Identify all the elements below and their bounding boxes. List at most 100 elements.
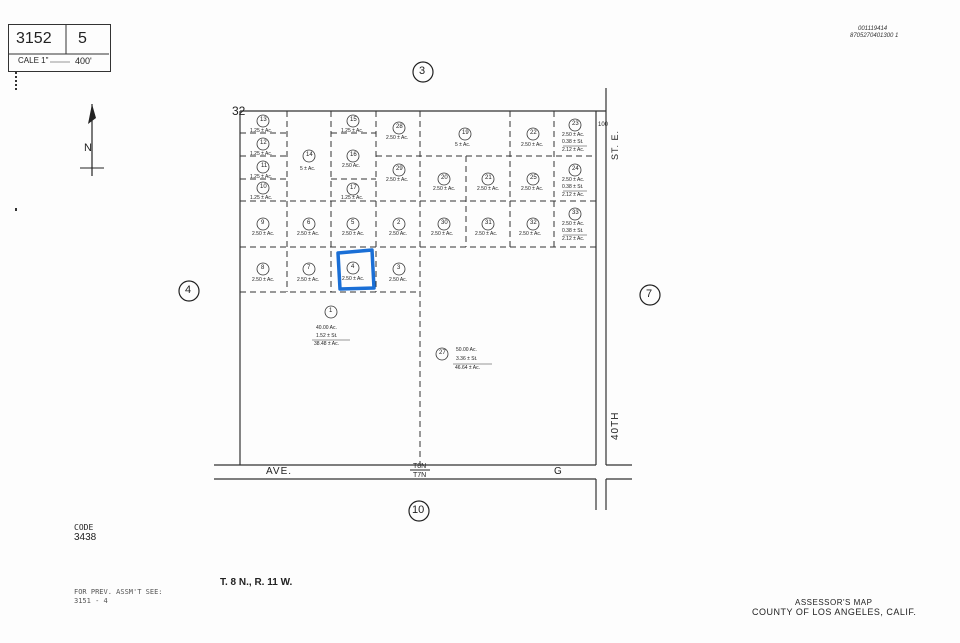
book-number: 3152 — [16, 30, 52, 47]
footer-county: COUNTY OF LOS ANGELES, CALIF. — [752, 607, 917, 617]
parcel-area: 1.25 ± Ac. — [250, 128, 273, 134]
street-g-label: G — [554, 466, 562, 477]
parcel-street-area: 0.38 ± St. — [562, 228, 584, 234]
highlighted-parcel-outline — [336, 248, 376, 291]
tax-rate-area-code: 3438 — [74, 532, 97, 543]
parcel-area: 5 ± Ac. — [300, 166, 316, 172]
parcel-number[interactable]: 13 — [260, 117, 267, 123]
footer-assessors-map: ASSESSOR'S MAP — [795, 598, 873, 607]
parcel-net-area: 2.12 ± Ac. — [562, 147, 585, 153]
parcel-area: 2.50 ± Ac. — [431, 231, 454, 237]
parcel-number[interactable]: 1 — [329, 308, 333, 314]
parcel-area: 2.50 Ac. — [389, 277, 408, 283]
parcel-number[interactable]: 17 — [350, 185, 357, 191]
parcel-number[interactable]: 32 — [530, 220, 537, 226]
prev-assessment-label: FOR PREV. ASSM'T SEE: — [74, 588, 163, 596]
highlighted-parcel-area: 2.50 ± Ac. — [342, 276, 365, 282]
title-block — [8, 24, 111, 72]
street-st-e-label: ST. E. — [610, 129, 620, 160]
parcel-number[interactable]: 14 — [306, 152, 313, 158]
parcel-number[interactable]: 11 — [261, 163, 268, 169]
parcel-area: 2.50 ± Ac. — [562, 221, 585, 227]
parcel-number[interactable]: 29 — [396, 166, 403, 172]
parcel-number[interactable]: 12 — [260, 140, 267, 146]
parcel-area: 2.50 ± Ac. — [433, 186, 456, 192]
parcel-number[interactable]: 23 — [572, 121, 579, 127]
parcel-net-area: 2.12 ± Ac. — [562, 192, 585, 198]
north-label: N — [84, 142, 92, 154]
parcel-area: 2.50 ± Ac. — [297, 277, 320, 283]
parcel-area: 1.25 ± Ac. — [341, 195, 364, 201]
parcel-number[interactable]: 5 — [351, 220, 355, 226]
parcel-area: 2.50 ± Ac. — [342, 231, 365, 237]
parcel-area: 1.25 ± Ac. — [250, 174, 273, 180]
parcel-number[interactable]: 15 — [350, 117, 357, 123]
parcel-number[interactable]: 7 — [307, 265, 311, 271]
parcel-street-area: 3.36 ± St. — [456, 356, 478, 362]
parcel-number[interactable]: 8 — [261, 265, 265, 271]
parcel-number[interactable]: 10 — [260, 184, 267, 190]
prev-assessment-page: 3151 - 4 — [74, 597, 108, 605]
parcel-area: 40.00 Ac. — [316, 325, 337, 331]
parcel-area: 2.50 ± Ac. — [562, 132, 585, 138]
parcel-area: 2.50 ± Ac. — [252, 277, 275, 283]
parcel-number[interactable]: 24 — [572, 166, 579, 172]
street-ave-label: AVE. — [266, 466, 293, 477]
parcel-street-area: 1.52 ± St. — [316, 333, 338, 339]
parcel-number[interactable]: 28 — [396, 124, 403, 130]
parcel-street-area: 0.38 ± St. — [562, 139, 584, 145]
parcel-number[interactable]: 27 — [439, 350, 446, 356]
section-corner-number: 32 — [232, 104, 246, 118]
parcel-area: 5 ± Ac. — [455, 142, 471, 148]
parcel-number[interactable]: 31 — [485, 220, 492, 226]
adjoining-page-north[interactable]: 3 — [419, 65, 426, 77]
parcel-area: 2.50 Ac. — [389, 231, 408, 237]
parcel-area: 2.50 ± Ac. — [475, 231, 498, 237]
parcel-number[interactable]: 22 — [530, 130, 537, 136]
stamp-line-1: 001119414 — [858, 26, 888, 32]
code-label: CODE — [74, 523, 94, 532]
parcel-area: 2.50 ± Ac. — [562, 177, 585, 183]
scale-value: 400' — [75, 56, 92, 66]
parcel-area: 2.50 ± Ac. — [519, 231, 542, 237]
parcel-area: 2.50 Ac. — [342, 163, 361, 169]
township-line-top: T8N — [413, 463, 427, 470]
parcel-number[interactable]: 9 — [261, 220, 265, 226]
parcel-area: 2.50 ± Ac. — [477, 186, 500, 192]
township-line-bottom: T7N — [413, 472, 427, 479]
adjoining-page-east[interactable]: 7 — [646, 288, 653, 300]
parcel-area: 1.25 ± Ac. — [250, 151, 273, 157]
highlighted-parcel-number[interactable]: 4 — [351, 264, 355, 270]
parcel-net-area: 2.12 ± Ac. — [562, 236, 585, 242]
parcel-number[interactable]: 6 — [307, 220, 311, 226]
dimension-100: 100 — [598, 122, 609, 128]
parcel-number[interactable]: 33 — [572, 210, 579, 216]
parcel-number[interactable]: 19 — [462, 130, 469, 136]
parcel-area: 2.50 ± Ac. — [297, 231, 320, 237]
parcel-number[interactable]: 21 — [485, 175, 492, 181]
parcel-area: 2.50 ± Ac. — [386, 135, 409, 141]
parcel-area: 2.50 ± Ac. — [521, 186, 544, 192]
parcel-number[interactable]: 25 — [530, 175, 537, 181]
parcel-number[interactable]: 20 — [441, 175, 448, 181]
parcel-number[interactable]: 2 — [397, 220, 401, 226]
parcel-number[interactable]: 30 — [441, 220, 448, 226]
stamp-line-2: 8705270401300 1 — [850, 33, 899, 39]
parcel-area: 2.50 ± Ac. — [386, 177, 409, 183]
parcel-area: 1.25 ± Ac. — [341, 128, 364, 134]
parcel-area: 2.50 ± Ac. — [521, 142, 544, 148]
scale-label: CALE 1" — [18, 56, 49, 65]
parcel-area: 2.50 ± Ac. — [252, 231, 275, 237]
street-40th-label: 40TH — [610, 411, 621, 440]
adjoining-page-south[interactable]: 10 — [412, 504, 425, 516]
page-number: 5 — [78, 30, 87, 47]
parcel-number[interactable]: 3 — [397, 265, 401, 271]
adjoining-page-west[interactable]: 4 — [185, 284, 192, 296]
parcel-net-area: 46.64 ± Ac. — [455, 365, 480, 371]
parcel-area: 50.00 Ac. — [456, 347, 477, 353]
parcel-number[interactable]: 16 — [350, 152, 357, 158]
township-range: T. 8 N., R. 11 W. — [220, 577, 293, 588]
parcel-area: 1.25 ± Ac. — [250, 195, 273, 201]
